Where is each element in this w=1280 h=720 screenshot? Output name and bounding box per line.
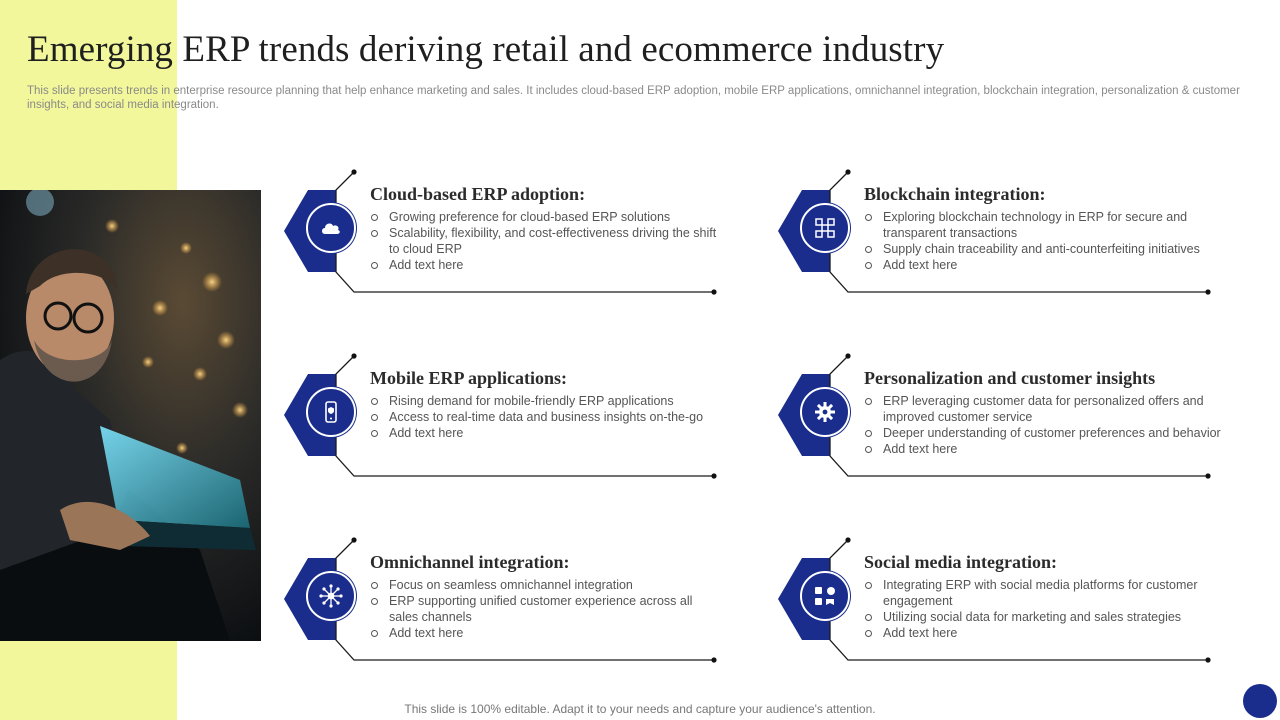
bullet-item: Deeper understanding of customer prefere… (864, 425, 1221, 441)
bullet-item: Rising demand for mobile-friendly ERP ap… (370, 393, 720, 409)
cloud-icon (306, 203, 356, 253)
bullet-item: Scalability, flexibility, and cost-effec… (370, 225, 720, 257)
trend-card-social-media: Social media integration: Integrating ER… (778, 534, 1218, 664)
trend-card-cloud-erp: Cloud-based ERP adoption: Growing prefer… (284, 166, 724, 296)
trend-card-personalization: Personalization and customer insights ER… (778, 350, 1221, 480)
mobile-phone-icon (306, 387, 356, 437)
bullet-item: Add text here (370, 257, 720, 273)
bullet-item: Add text here (864, 441, 1214, 457)
trend-card-omnichannel: Omnichannel integration: Focus on seamle… (284, 534, 724, 664)
bullet-list: Rising demand for mobile-friendly ERP ap… (370, 393, 720, 441)
card-title: Mobile ERP applications: (370, 368, 568, 388)
bullet-item: ERP supporting unified customer experien… (370, 593, 720, 625)
card-title: Personalization and customer insights (864, 368, 1156, 388)
bullet-item: ERP leveraging customer data for persona… (864, 393, 1214, 425)
bullet-list: Growing preference for cloud-based ERP s… (370, 209, 720, 273)
bullet-list: Integrating ERP with social media platfo… (864, 577, 1214, 641)
bullet-list: Focus on seamless omnichannel integratio… (370, 577, 720, 641)
bullet-list: Exploring blockchain technology in ERP f… (864, 209, 1214, 273)
bullet-item: Utilizing social data for marketing and … (864, 609, 1214, 625)
bullet-item: Add text here (370, 625, 720, 641)
bullet-item: Add text here (864, 257, 1214, 273)
trend-card-blockchain: Blockchain integration: Exploring blockc… (778, 166, 1218, 296)
page-subtitle: This slide presents trends in enterprise… (27, 85, 1240, 111)
bullet-item: Growing preference for cloud-based ERP s… (370, 209, 720, 225)
footer-note: This slide is 100% editable. Adapt it to… (404, 702, 876, 716)
bullet-item: Supply chain traceability and anti-count… (864, 241, 1214, 257)
gear-icon (800, 387, 850, 437)
bullet-item: Add text here (370, 425, 720, 441)
network-people-icon (306, 571, 356, 621)
card-title: Omnichannel integration: (370, 552, 570, 572)
social-media-icon (800, 571, 850, 621)
bullet-item: Add text here (864, 625, 1214, 641)
bullet-item: Access to real-time data and business in… (370, 409, 720, 425)
card-title: Cloud-based ERP adoption: (370, 184, 586, 204)
hero-photo (0, 190, 261, 641)
bullet-item: Exploring blockchain technology in ERP f… (864, 209, 1214, 241)
bullet-item: Focus on seamless omnichannel integratio… (370, 577, 720, 593)
man-with-laptop-illustration (0, 190, 261, 641)
page-title: Emerging ERP trends deriving retail and … (27, 29, 945, 70)
blockchain-icon (800, 203, 850, 253)
bullet-item: Integrating ERP with social media platfo… (864, 577, 1214, 609)
bullet-list: ERP leveraging customer data for persona… (864, 393, 1221, 457)
corner-decoration (1243, 684, 1277, 718)
trend-card-mobile-erp: Mobile ERP applications: Rising demand f… (284, 350, 724, 480)
card-title: Blockchain integration: (864, 184, 1046, 204)
card-title: Social media integration: (864, 552, 1057, 572)
